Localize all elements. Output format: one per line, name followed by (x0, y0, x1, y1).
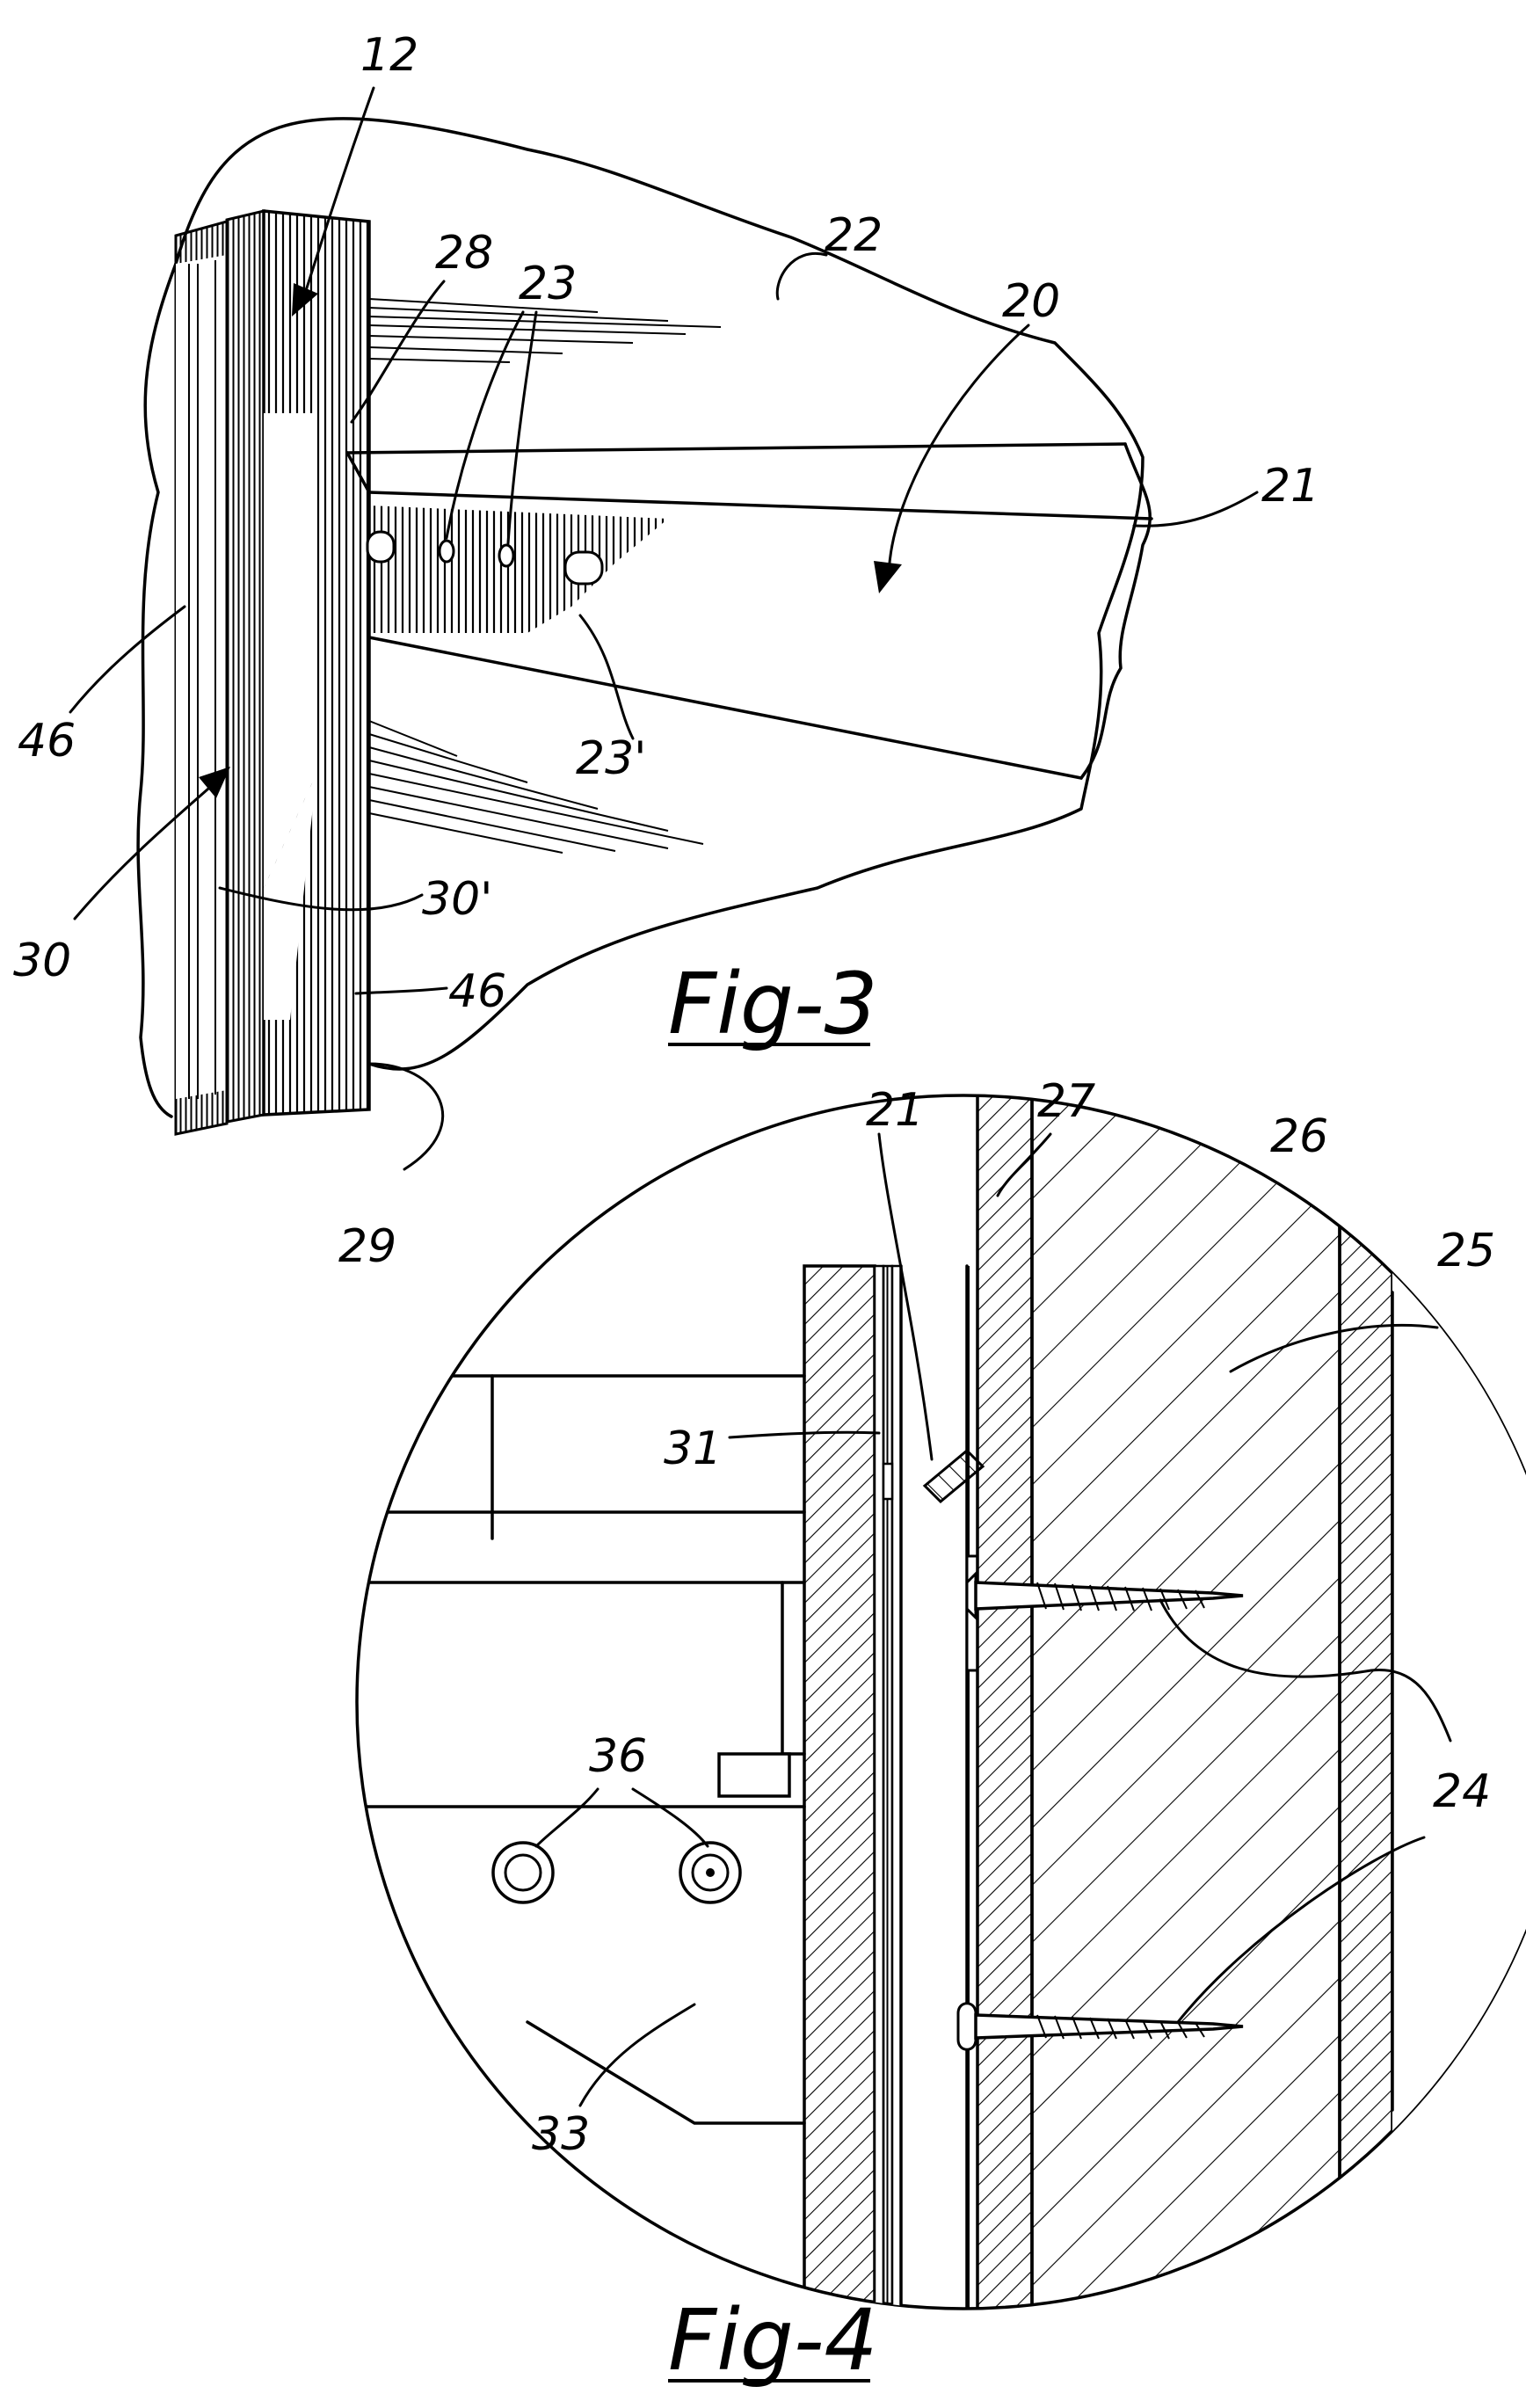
label-33: 33 (532, 2108, 590, 2161)
rail-underside-shade (369, 506, 721, 637)
leader-46-upper (70, 607, 185, 712)
label-12: 12 (360, 29, 418, 82)
hole-23-b (499, 545, 513, 566)
figure-4 (308, 1055, 1526, 2381)
strip-31-b (883, 1266, 892, 2321)
label-25: 25 (1437, 1225, 1495, 1277)
layer-26 (1032, 1055, 1340, 2374)
post-channel (227, 211, 264, 1122)
label-21-fig4: 21 (866, 1084, 924, 1137)
rail-top-edge (347, 444, 1125, 453)
leader-21 (1134, 492, 1257, 526)
label-36: 36 (589, 1730, 647, 1783)
strip-31-a (875, 1266, 883, 2321)
label-30: 30 (13, 935, 71, 987)
label-29: 29 (338, 1220, 396, 1273)
layer-25 (1340, 1055, 1392, 2374)
label-46-upper: 46 (18, 715, 76, 768)
label-26: 26 (1270, 1110, 1328, 1163)
layer-27 (977, 1055, 1032, 2374)
label-46-lower: 46 (448, 965, 506, 1018)
slot-left (367, 532, 394, 562)
arrow-20 (874, 561, 902, 593)
leader-22 (777, 253, 826, 299)
label-20: 20 (1002, 275, 1060, 328)
figure-3 (70, 88, 1257, 1169)
fig3-caption: Fig-3 (668, 955, 878, 1053)
fig4-caption: Fig-4 (668, 2291, 878, 2390)
rail-lower-edge (369, 637, 1081, 778)
upright-section (804, 1266, 875, 2321)
label-30-prime: 30' (422, 873, 492, 926)
hole-23-a (440, 541, 454, 562)
fig3-breakout-outline-left (138, 264, 176, 1117)
frame-tab (719, 1754, 789, 1796)
label-21: 21 (1261, 460, 1319, 513)
label-24-upper: 24 (1433, 1765, 1491, 1818)
label-28: 28 (435, 227, 493, 280)
label-23-prime: 23' (576, 732, 646, 785)
label-23: 23 (519, 258, 577, 310)
label-22: 22 (825, 209, 883, 262)
brace-shade-bottom (369, 721, 703, 853)
slot-23-prime (565, 552, 602, 584)
leader-29 (369, 1064, 443, 1169)
label-31: 31 (664, 1422, 722, 1475)
label-27: 27 (1037, 1075, 1095, 1128)
